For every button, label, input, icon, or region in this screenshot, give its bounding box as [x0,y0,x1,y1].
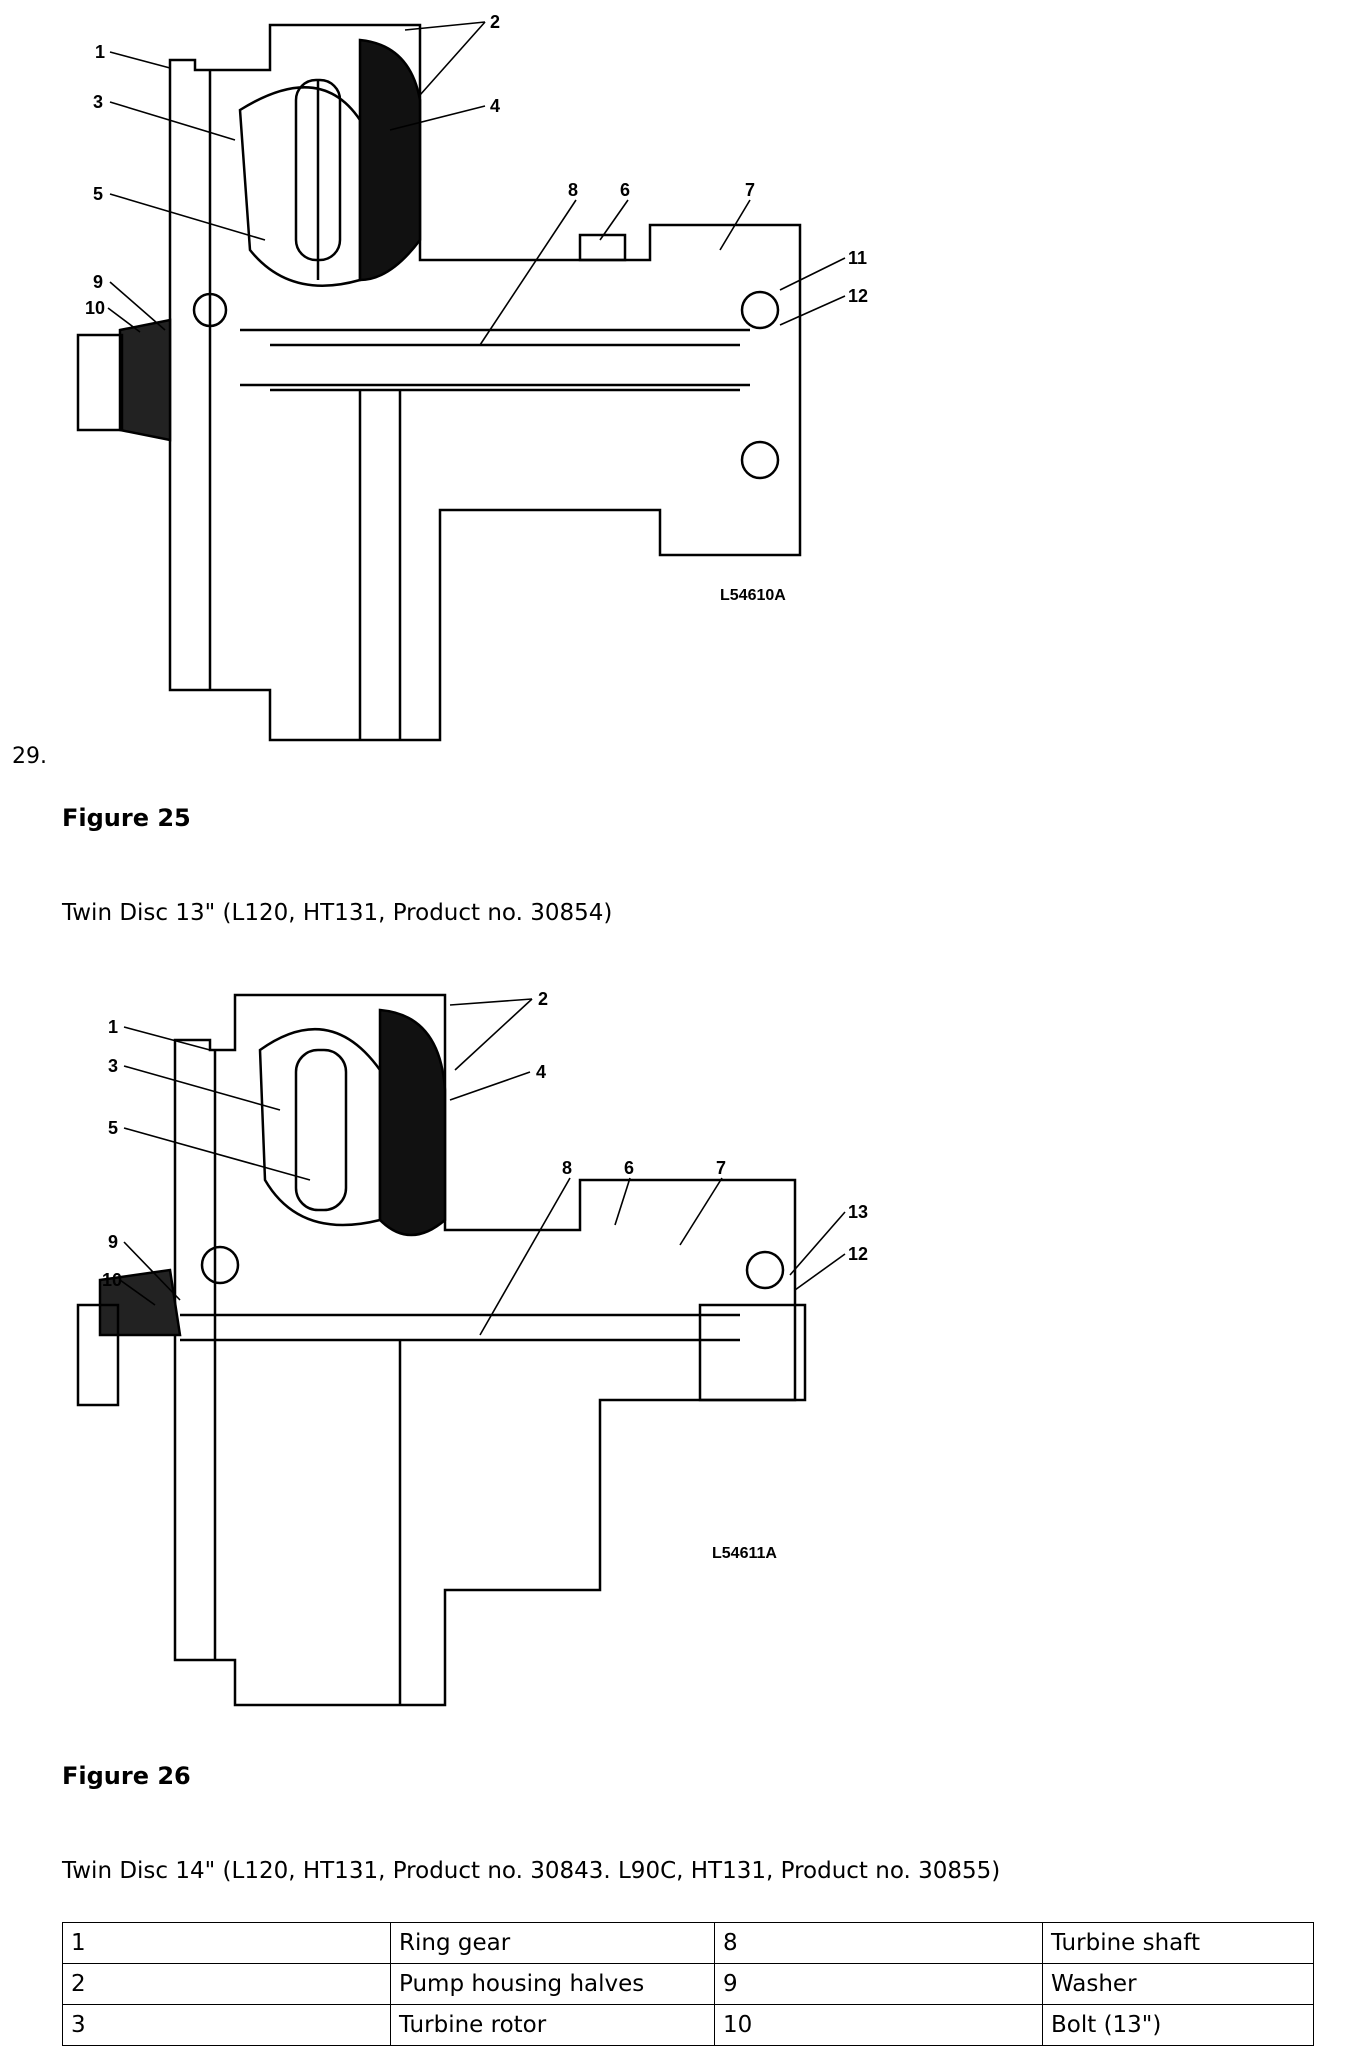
fig25-callout: 11 [848,248,867,268]
fig26-callout: 5 [108,1118,118,1138]
fig26-callout: 1 [108,1017,118,1037]
fig26-callout: 7 [716,1158,726,1178]
fig26-callout: 3 [108,1056,118,1076]
part-name: Turbine rotor [390,2004,715,2046]
figure-26-caption: Twin Disc 14" (L120, HT131, Product no. … [62,1858,1001,1884]
housing-outline [173,993,797,1707]
part-name: Turbine shaft [1042,1922,1314,1964]
part-name: Washer [1042,1963,1314,2005]
part-number: 8 [714,1922,1043,1964]
fig25-callout: 3 [93,92,103,112]
fig26-callout: 2 [538,989,548,1009]
part-name: Ring gear [390,1922,715,1964]
fig25-callout: 2 [490,12,500,32]
figure-25-callouts: 1 2 3 4 5 6 7 8 9 10 11 12 L54610A [85,12,868,604]
housing-outline [168,23,802,742]
fig25-callout: 10 [85,298,105,318]
step-number: 29. [12,744,47,769]
table-row: 2 Pump housing halves 9 Washer [62,1963,1314,2005]
fig26-callout: 10 [102,1270,122,1290]
part-number: 3 [62,2004,391,2046]
fig26-callout: 8 [562,1158,572,1178]
fig26-drawing-code: L54611A [712,1545,777,1562]
figure-26-title: Figure 26 [62,1762,191,1790]
fig25-drawing-code: L54610A [720,587,786,604]
figure-25-drawing [76,23,802,742]
table-row: 3 Turbine rotor 10 Bolt (13") [62,2004,1314,2046]
part-number: 10 [714,2004,1043,2046]
part-name: Bolt (13") [1042,2004,1314,2046]
fig25-callout: 9 [93,272,103,292]
figure-26-drawing [76,993,807,1707]
part-number: 1 [62,1922,391,1964]
fig25-callout: 1 [95,42,105,62]
figure-26-callouts: 1 2 3 4 5 6 7 8 9 10 13 12 L54611A [102,989,868,1562]
fig26-callout: 13 [848,1202,868,1222]
fig26-callout: 4 [536,1062,546,1082]
fig26-callout: 9 [108,1232,118,1252]
fig26-callout: 12 [848,1244,868,1264]
figure-25-title: Figure 25 [62,804,191,832]
table-row: 1 Ring gear 8 Turbine shaft [62,1922,1314,1964]
fig25-callout: 4 [490,96,500,116]
part-number: 9 [714,1963,1043,2005]
fig25-callout: 12 [848,286,868,306]
fig25-callout: 5 [93,184,103,204]
fig25-callout: 8 [568,180,578,200]
figure-25-caption: Twin Disc 13" (L120, HT131, Product no. … [62,900,613,926]
part-number: 2 [62,1963,391,2005]
fig26-callout: 6 [624,1158,634,1178]
fig25-callout: 6 [620,180,630,200]
fig25-callout: 7 [745,180,755,200]
parts-table: 1 Ring gear 8 Turbine shaft 2 Pump housi… [62,1922,1314,2046]
part-name: Pump housing halves [390,1963,715,2005]
